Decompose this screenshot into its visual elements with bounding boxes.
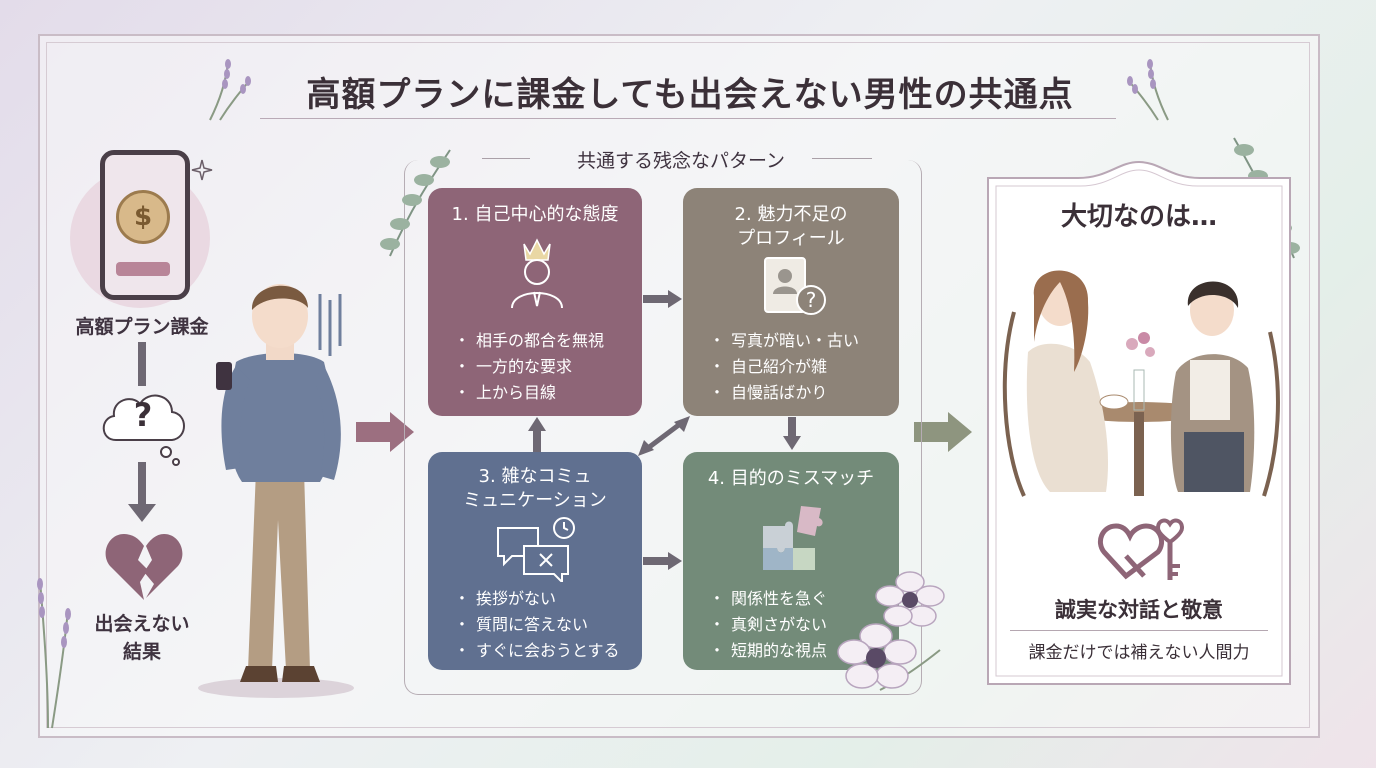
result-label-line2: 結果 xyxy=(122,641,161,663)
arrow-3-to-4-head xyxy=(668,552,682,570)
pattern-title-3-line1: 3. 雑なコミュ xyxy=(478,466,592,487)
chat-bubbles-clock-icon xyxy=(497,517,575,582)
sparkle-icon xyxy=(191,159,213,181)
couple-cafe-illustration xyxy=(1002,270,1280,497)
pattern-title-2-line1: 2. 魅力不足の xyxy=(734,204,848,225)
conclusion-heading: 大切なのは… xyxy=(1060,202,1217,232)
pattern-title-1: 1. 自己中心的な態度 xyxy=(451,204,619,225)
thought-bubble-icon xyxy=(102,394,185,466)
arrow-1-to-2-head xyxy=(668,290,682,308)
lavender-bottom-left-icon xyxy=(37,578,71,729)
conclusion-note: 課金だけでは補えない人間力 xyxy=(1028,643,1250,663)
arrow-to-conclusion-icon xyxy=(914,412,972,452)
coin-icon: $ xyxy=(116,190,170,244)
broken-heart-icon xyxy=(105,534,183,600)
pattern-label-line-right xyxy=(812,158,872,159)
troubled-man-illustration xyxy=(198,284,354,698)
flow-arrow-line-1 xyxy=(138,342,146,386)
gloom-lines-icon xyxy=(318,294,342,356)
arrow-3-to-1-line xyxy=(533,430,541,452)
arrow-3-to-4-line xyxy=(643,557,669,565)
pattern-title-2-line2: プロフィール xyxy=(737,228,845,249)
pattern-point: 真剣さがない xyxy=(709,612,827,638)
pattern-point: 自慢話ばかり xyxy=(709,380,859,406)
profile-card-question-icon: ? xyxy=(764,257,826,315)
pattern-point: 上から目線 xyxy=(454,380,604,406)
pattern-box-self-centered: 1. 自己中心的な態度 相手の都合を無視 一方的な要求 上から目線 xyxy=(428,188,642,416)
flow-arrow-line-2 xyxy=(138,462,146,506)
svg-text:?: ? xyxy=(806,288,817,312)
phone-pay-button-icon xyxy=(116,262,170,276)
diagonal-double-arrow-icon xyxy=(638,416,690,456)
arrow-2-to-4-head xyxy=(783,436,801,450)
anemone-flowers-icon xyxy=(837,571,945,691)
crowned-person-icon xyxy=(511,238,563,309)
puzzle-pieces-icon xyxy=(763,506,823,570)
pattern-label-line-left xyxy=(482,158,530,159)
pattern-point: 短期的な視点 xyxy=(709,638,827,664)
arrow-3-to-1-head xyxy=(528,417,546,431)
step-label-premium-plan: 高額プラン課金 xyxy=(75,316,209,338)
result-label-line1: 出会えない xyxy=(94,613,190,635)
pattern-point: 一方的な要求 xyxy=(454,354,604,380)
question-mark-icon: ? xyxy=(133,396,153,434)
hearts-key-icon xyxy=(1098,518,1185,580)
arrow-2-to-4-line xyxy=(788,417,796,437)
title-underline xyxy=(260,118,1116,119)
pattern-point: 自己紹介が雑 xyxy=(709,354,859,380)
pattern-bracket xyxy=(404,160,922,695)
lavender-left-icon xyxy=(209,59,251,121)
pattern-point: 質問に答えない xyxy=(454,612,620,638)
pattern-point: 挨拶がない xyxy=(454,586,620,612)
arrow-to-patterns-icon xyxy=(356,412,414,452)
pattern-box-communication: 3. 雑なコミュ ミュニケーション 挨拶がない 質問に答えない すぐに会おうとす… xyxy=(428,452,642,670)
pattern-section-label: 共通する残念なパターン xyxy=(576,150,786,172)
pattern-title-4: 4. 目的のミスマッチ xyxy=(707,468,875,489)
pattern-title-3-line2: ミュニケーション xyxy=(463,490,607,511)
lavender-right-icon xyxy=(1127,59,1169,121)
title-bar: 高額プランに課金しても出会えない男性の共通点 xyxy=(200,62,1180,120)
pattern-point: すぐに会おうとする xyxy=(454,638,620,664)
conclusion-divider xyxy=(1010,630,1268,631)
pattern-point: 写真が暗い・古い xyxy=(709,328,859,354)
flow-arrow-head xyxy=(128,504,156,522)
eucalyptus-left-icon xyxy=(380,149,451,257)
pattern-point: 相手の都合を無視 xyxy=(454,328,604,354)
pattern-box-profile: 2. 魅力不足の プロフィール ? 写真が暗い・古い 自己紹介が雑 自慢話ばかり xyxy=(683,188,899,416)
result-label: 出会えない 結果 xyxy=(62,610,222,666)
arrow-1-to-2-line xyxy=(643,295,669,303)
conclusion-key-value: 誠実な対話と敬意 xyxy=(1055,598,1223,622)
pattern-point: 関係性を急ぐ xyxy=(709,586,827,612)
page-title: 高額プランに課金しても出会えない男性の共通点 xyxy=(306,74,1074,115)
